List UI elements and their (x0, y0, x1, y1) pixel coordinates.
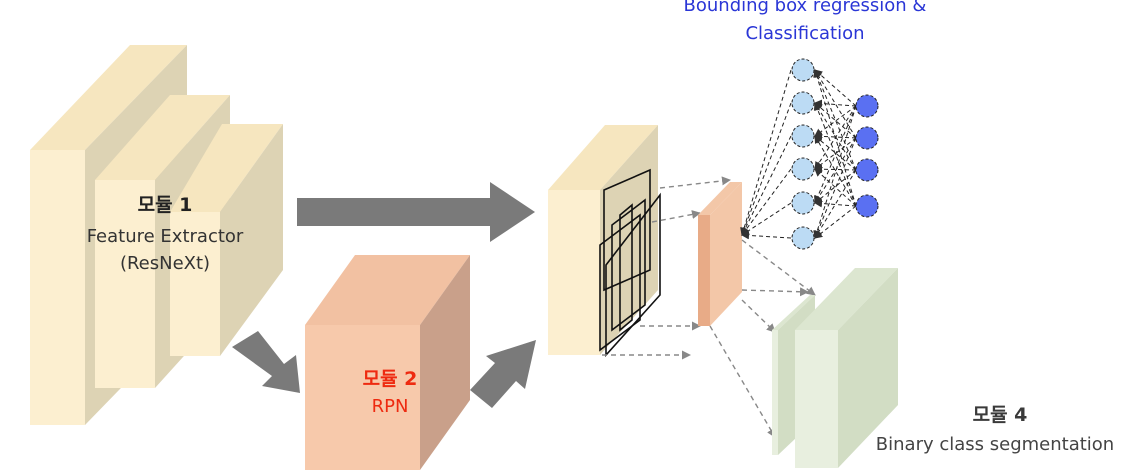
feature-map-front (548, 190, 600, 355)
block-3-top (170, 124, 283, 212)
connection-arrow (814, 105, 857, 170)
module1-line2: (ResNeXt) (119, 253, 211, 274)
module3-line2: Classification (745, 23, 865, 44)
block-1-front (30, 150, 85, 425)
feature-extractor-block (30, 45, 283, 425)
seg-front-top (795, 268, 898, 330)
block-2-front (95, 180, 155, 388)
neuron-node-icon (791, 91, 815, 115)
connection-arrow (814, 169, 857, 204)
neuron-node-icon (791, 191, 815, 215)
connection-arrow (814, 105, 857, 204)
feature-map-block (548, 125, 661, 358)
connection-arrow (814, 169, 857, 239)
rpn-front (305, 325, 420, 470)
roi-top (698, 182, 742, 215)
roi-side (710, 182, 742, 326)
connection-arrow (813, 105, 857, 239)
connection-arrow (741, 202, 792, 236)
neuron-node-icon (855, 94, 879, 118)
big-arrow-icon (470, 340, 536, 408)
big-arrow-icon (232, 331, 300, 393)
seg-front-front (795, 330, 838, 468)
module1-title: 모듈 1 (137, 194, 193, 216)
neuron-node-icon (791, 124, 815, 148)
fc-network (740, 58, 879, 250)
seg-front-side (838, 268, 898, 468)
segmentation-block (772, 268, 898, 468)
connection-arrow (741, 135, 792, 236)
module4-line1: Binary class segmentation (875, 434, 1115, 455)
neuron-node-icon (855, 126, 879, 150)
block-3-front (170, 212, 220, 356)
seg-back-front (772, 330, 778, 455)
connection-arrow (740, 102, 792, 236)
neuron-node-icon (791, 226, 815, 250)
connection-arrow (814, 168, 857, 207)
dashed-arrow-icon (602, 176, 731, 360)
roi-front (698, 215, 710, 326)
module3-line1: Bounding box regression & (683, 0, 927, 16)
rpn-side (420, 255, 470, 470)
connection-arrow (741, 168, 792, 236)
connection-arrow (814, 105, 857, 137)
connection-arrow (814, 137, 857, 204)
neuron-node-icon (855, 194, 879, 218)
connection-arrow (740, 69, 792, 236)
connection-arrow (814, 137, 857, 170)
connection-arrow (814, 69, 857, 107)
block-3-side (220, 124, 283, 356)
connection-arrow (813, 137, 857, 239)
connection-arrow (814, 69, 857, 139)
connection-arrow (813, 102, 857, 207)
module2-line1: RPN (371, 396, 409, 417)
module1-line1: Feature Extractor (86, 226, 244, 247)
roi-feature-block (698, 182, 742, 326)
rpn-block (305, 255, 470, 470)
feature-map-top (548, 125, 658, 190)
seg-back-top (772, 295, 815, 330)
connection-arrow (814, 99, 857, 108)
block-1-top (30, 45, 187, 150)
rpn-top (305, 255, 470, 325)
dashed-arrow-icon (709, 239, 816, 438)
module4-title: 모듈 4 (972, 404, 1028, 426)
connection-arrow (814, 102, 857, 171)
proposal-boxes (599, 168, 661, 358)
connection-arrow (741, 231, 792, 240)
big-arrow-icon (297, 182, 535, 242)
block-2-top (95, 95, 230, 180)
connection-arrow (814, 205, 857, 239)
feature-map-side (600, 125, 658, 355)
neuron-node-icon (855, 158, 879, 182)
module2-title: 모듈 2 (362, 368, 418, 390)
neuron-node-icon (791, 58, 815, 82)
neuron-node-icon (791, 157, 815, 181)
connection-arrow (814, 199, 857, 208)
